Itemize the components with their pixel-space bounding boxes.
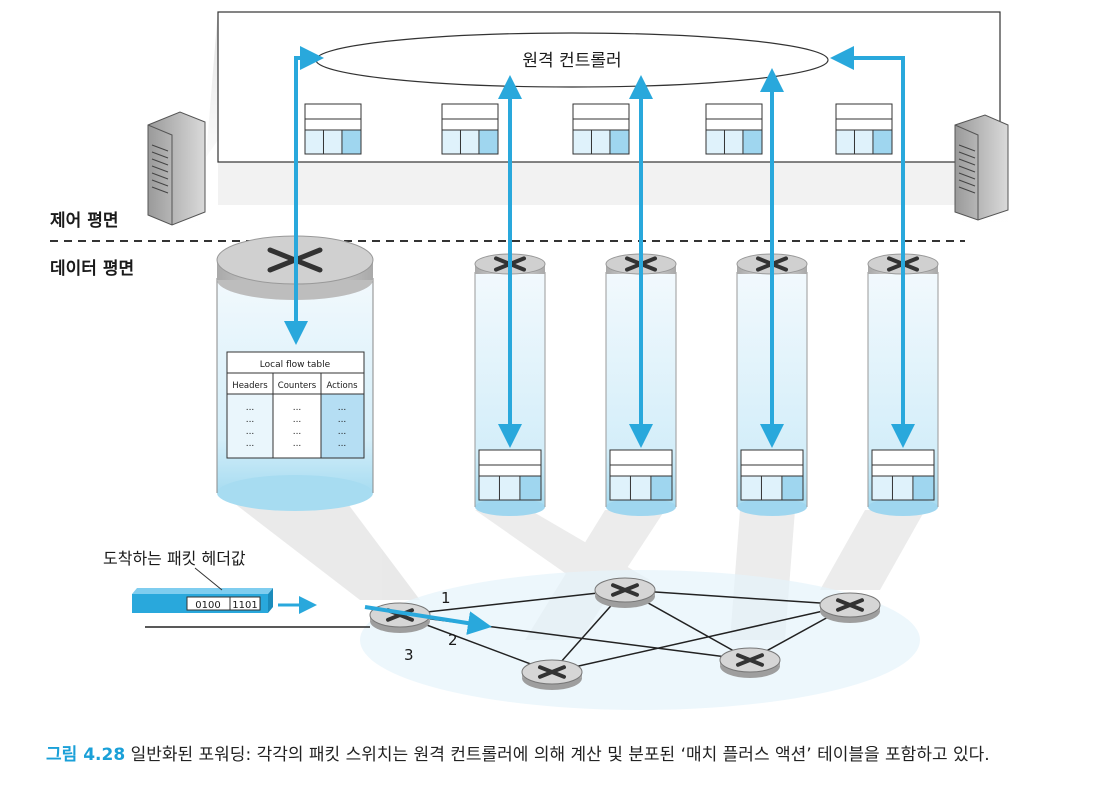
local-flow-table: Local flow table Headers Counters Action…: [226, 351, 365, 459]
control-plane-label: 제어 평면: [50, 211, 119, 231]
switch-flow-table-3: [609, 449, 673, 501]
data-plane-label: 데이터 평면: [50, 259, 135, 279]
packet-header-value-1: 0100: [195, 600, 220, 611]
flow-table-cell: ...: [246, 403, 255, 413]
controller-table-5: [835, 103, 893, 155]
controller-table-1: [304, 103, 362, 155]
column-headers: Headers: [232, 381, 268, 391]
remote-switches: [474, 253, 939, 516]
packet-path-arrow: [364, 605, 492, 635]
server-left-icon: [147, 111, 206, 226]
packet-caption-leader: [194, 567, 223, 591]
generalized-forwarding-diagram: 원격 컨트롤러: [50, 10, 1010, 710]
packet-caption: 도착하는 패킷 헤더값: [103, 549, 246, 568]
controller-table-3: [572, 103, 630, 155]
figure-number: 그림 4.28: [46, 745, 126, 765]
server-right-icon: [954, 114, 1009, 221]
flow-table-cell: ...: [246, 415, 255, 425]
packet-header-value-2: 1101: [232, 600, 257, 611]
network-router-2: [594, 577, 656, 608]
flow-table-cell: ...: [338, 427, 347, 437]
flow-table-cell: ...: [338, 403, 347, 413]
network-router-4: [521, 659, 583, 690]
flow-table-cell: ...: [293, 427, 302, 437]
x-router-icon: [836, 598, 864, 612]
port-label-3: 3: [404, 646, 414, 664]
switch-flow-table-4: [740, 449, 804, 501]
flow-table-cell: ...: [293, 403, 302, 413]
flow-table-cell: ...: [246, 427, 255, 437]
flow-table-cell: ...: [246, 439, 255, 449]
flow-table-cell: ...: [293, 439, 302, 449]
switch-flow-table-2: [478, 449, 542, 501]
arrow-switch-5: [830, 46, 915, 448]
switch-flow-table-5: [871, 449, 935, 501]
port-label-1: 1: [441, 589, 451, 607]
network-routers: [369, 577, 881, 690]
x-router-icon: [538, 665, 566, 679]
network-router-3: [819, 592, 881, 623]
packet: 0100 1101: [132, 588, 273, 613]
figure-caption: 그림 4.28 일반화된 포워딩: 각각의 패킷 스위치는 원격 컨트롤러에 의…: [46, 740, 1046, 771]
network-router-5: [719, 647, 781, 678]
column-actions: Actions: [326, 381, 358, 391]
local-flow-table-title: Local flow table: [260, 360, 331, 370]
controller-table-2: [441, 103, 499, 155]
flow-table-cell: ...: [338, 439, 347, 449]
x-router-icon: [736, 653, 764, 667]
arrow-local-switch: [284, 46, 324, 345]
remote-controller-label: 원격 컨트롤러: [522, 51, 621, 71]
flow-table-cells: ....................................: [246, 403, 347, 449]
flow-table-cell: ...: [293, 415, 302, 425]
control-arrows: [284, 46, 915, 448]
controller-table-4: [705, 103, 763, 155]
port-label-2: 2: [448, 631, 458, 649]
x-router-icon: [611, 583, 639, 597]
column-counters: Counters: [278, 381, 317, 391]
network-cloud: [360, 570, 920, 710]
figure-caption-text: 일반화된 포워딩: 각각의 패킷 스위치는 원격 컨트롤러에 의해 계산 및 분…: [130, 745, 990, 765]
flow-table-cell: ...: [338, 415, 347, 425]
